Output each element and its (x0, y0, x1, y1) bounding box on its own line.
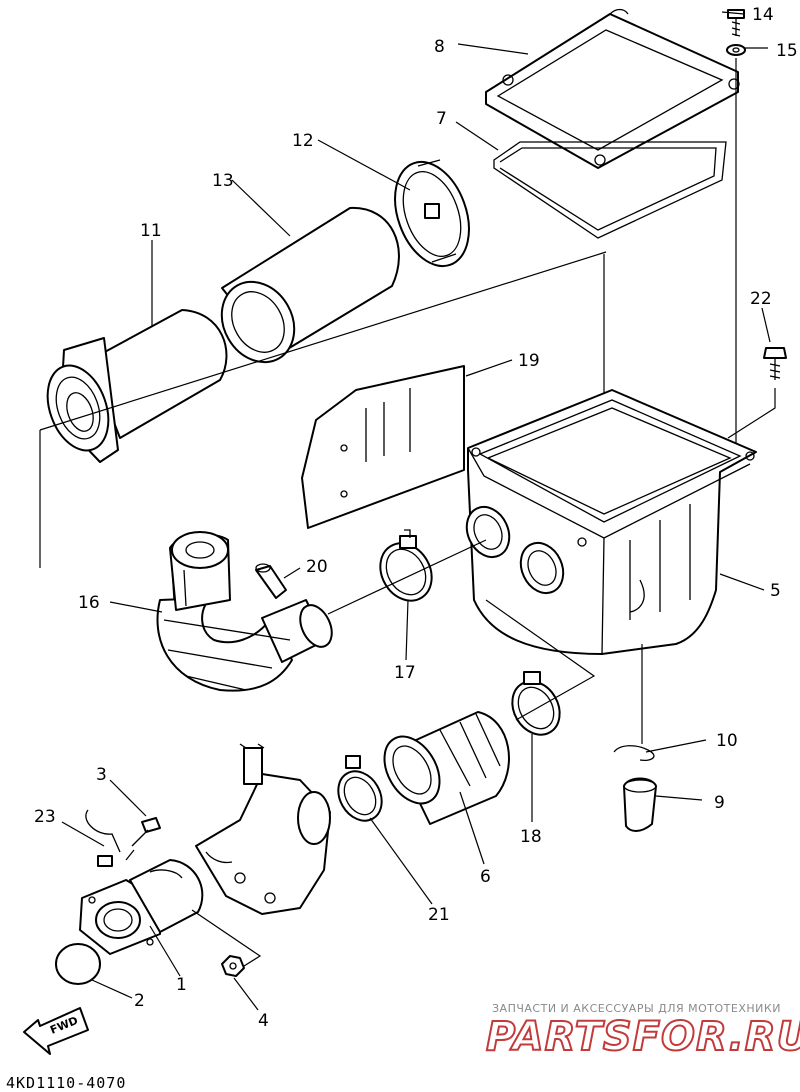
callout-20: 20 (306, 557, 328, 577)
callout-19: 19 (518, 351, 540, 371)
air-box-cover (485, 8, 740, 169)
drain-cap (623, 777, 657, 832)
callout-18: 18 (520, 827, 542, 847)
callout-21: 21 (428, 905, 450, 925)
air-box (465, 389, 757, 655)
hose-clamp-joint-side (511, 671, 561, 736)
callout-numbers: 14 15 8 7 12 13 11 19 22 5 20 16 17 10 9… (34, 5, 798, 1031)
hose-band (85, 809, 121, 867)
callout-9: 9 (714, 793, 725, 813)
callout-3: 3 (96, 765, 107, 785)
carburetor (195, 743, 331, 915)
callout-15: 15 (776, 41, 798, 61)
callout-6: 6 (480, 867, 491, 887)
callout-13: 13 (212, 171, 234, 191)
cover-washer (726, 44, 746, 56)
hose-clamp-box-side (379, 529, 433, 602)
carburetor-joint (383, 711, 510, 825)
manifold-bolt (131, 817, 161, 847)
watermark: ЗАПЧАСТИ И АКСЕССУАРЫ ДЛЯ МОТОТЕХНИКИ PA… (485, 1002, 800, 1061)
callout-10: 10 (716, 731, 738, 751)
watermark-tagline: ЗАПЧАСТИ И АКСЕССУАРЫ ДЛЯ МОТОТЕХНИКИ (492, 1002, 781, 1015)
callout-23: 23 (34, 807, 56, 827)
callout-22: 22 (750, 289, 772, 309)
drain-clip (613, 745, 655, 762)
callout-8: 8 (434, 37, 445, 57)
air-case-plate (301, 365, 465, 529)
breather-fitting (255, 563, 287, 599)
callout-5: 5 (770, 581, 781, 601)
cover-gasket (493, 141, 727, 239)
cover-screw (727, 9, 745, 37)
callout-1: 1 (176, 975, 187, 995)
callout-4: 4 (258, 1011, 269, 1031)
hose-clamp-carb-side (337, 755, 383, 822)
callout-17: 17 (394, 663, 416, 683)
filter-guide (46, 309, 228, 463)
o-ring (55, 943, 101, 985)
air-box-bolt (763, 347, 787, 380)
callout-7: 7 (436, 109, 447, 129)
intake-manifold (79, 859, 204, 955)
callout-14: 14 (752, 5, 774, 25)
leader-lines (61, 11, 771, 1011)
watermark-brand: PARTSFOR.RU (486, 1014, 800, 1060)
callout-16: 16 (78, 593, 100, 613)
forward-arrow-icon: FWD (23, 1007, 89, 1055)
diagram-code: 4KD1110-4070 (6, 1074, 126, 1092)
callout-11: 11 (140, 221, 162, 241)
callout-2: 2 (134, 991, 145, 1011)
intake-duct (156, 531, 333, 692)
callout-12: 12 (292, 131, 314, 151)
air-filter-element (220, 206, 400, 364)
filter-end-plate (394, 159, 470, 268)
manifold-nut (221, 955, 245, 977)
